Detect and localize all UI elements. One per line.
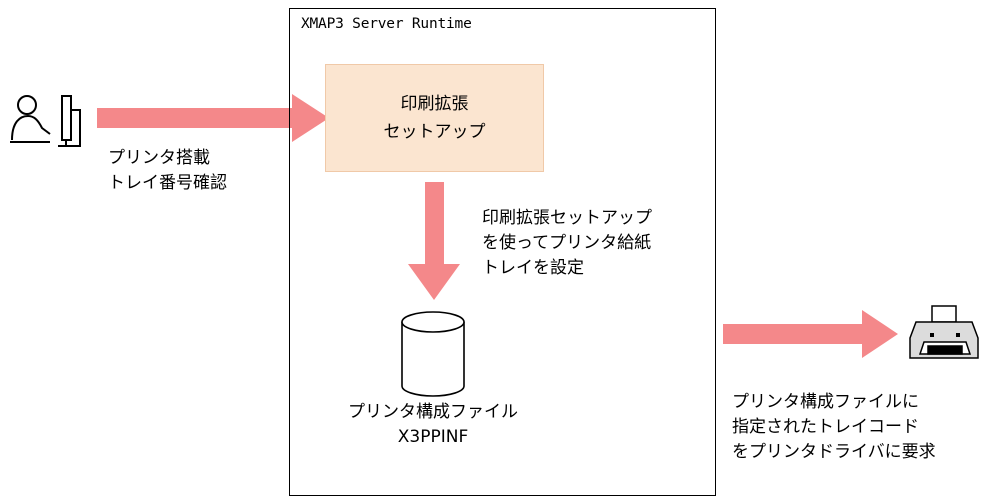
config-file-name: プリンタ構成ファイル	[348, 402, 518, 422]
setup-step-label: 印刷拡張セットアップ を使ってプリンタ給紙 トレイを設定	[482, 206, 652, 281]
arrow-to-printer	[723, 310, 898, 358]
arrow-user-to-setup	[97, 94, 329, 142]
runtime-boundary	[289, 8, 716, 496]
printer-icon	[909, 305, 979, 359]
user-step-line2: トレイ番号確認	[108, 173, 227, 193]
setup-box-line1: 印刷拡張	[400, 94, 469, 114]
output-step-label: プリンタ構成ファイルに 指定されたトレイコード をプリンタドライバに要求	[732, 390, 936, 465]
output-step-line2: 指定されたトレイコード	[732, 417, 919, 437]
output-step-line1: プリンタ構成ファイルに	[732, 392, 919, 412]
config-file-filename: X3PPINF	[397, 427, 469, 447]
setup-box-line2: セットアップ	[383, 122, 486, 142]
user-step-line1: プリンタ搭載	[108, 148, 210, 168]
arrow-setup-to-file	[408, 182, 460, 300]
user-step-label: プリンタ搭載 トレイ番号確認	[108, 146, 227, 196]
database-cylinder-icon	[401, 311, 465, 397]
output-step-line3: をプリンタドライバに要求	[732, 442, 936, 462]
setup-box: 印刷拡張 セットアップ	[325, 64, 544, 172]
setup-step-line2: を使ってプリンタ給紙	[482, 233, 652, 253]
config-file-label: プリンタ構成ファイル X3PPINF	[334, 400, 532, 450]
setup-step-line3: トレイを設定	[482, 258, 584, 278]
user-at-computer-icon	[10, 95, 81, 147]
setup-step-line1: 印刷拡張セットアップ	[482, 208, 652, 228]
runtime-title: XMAP3 Server Runtime	[301, 16, 472, 32]
